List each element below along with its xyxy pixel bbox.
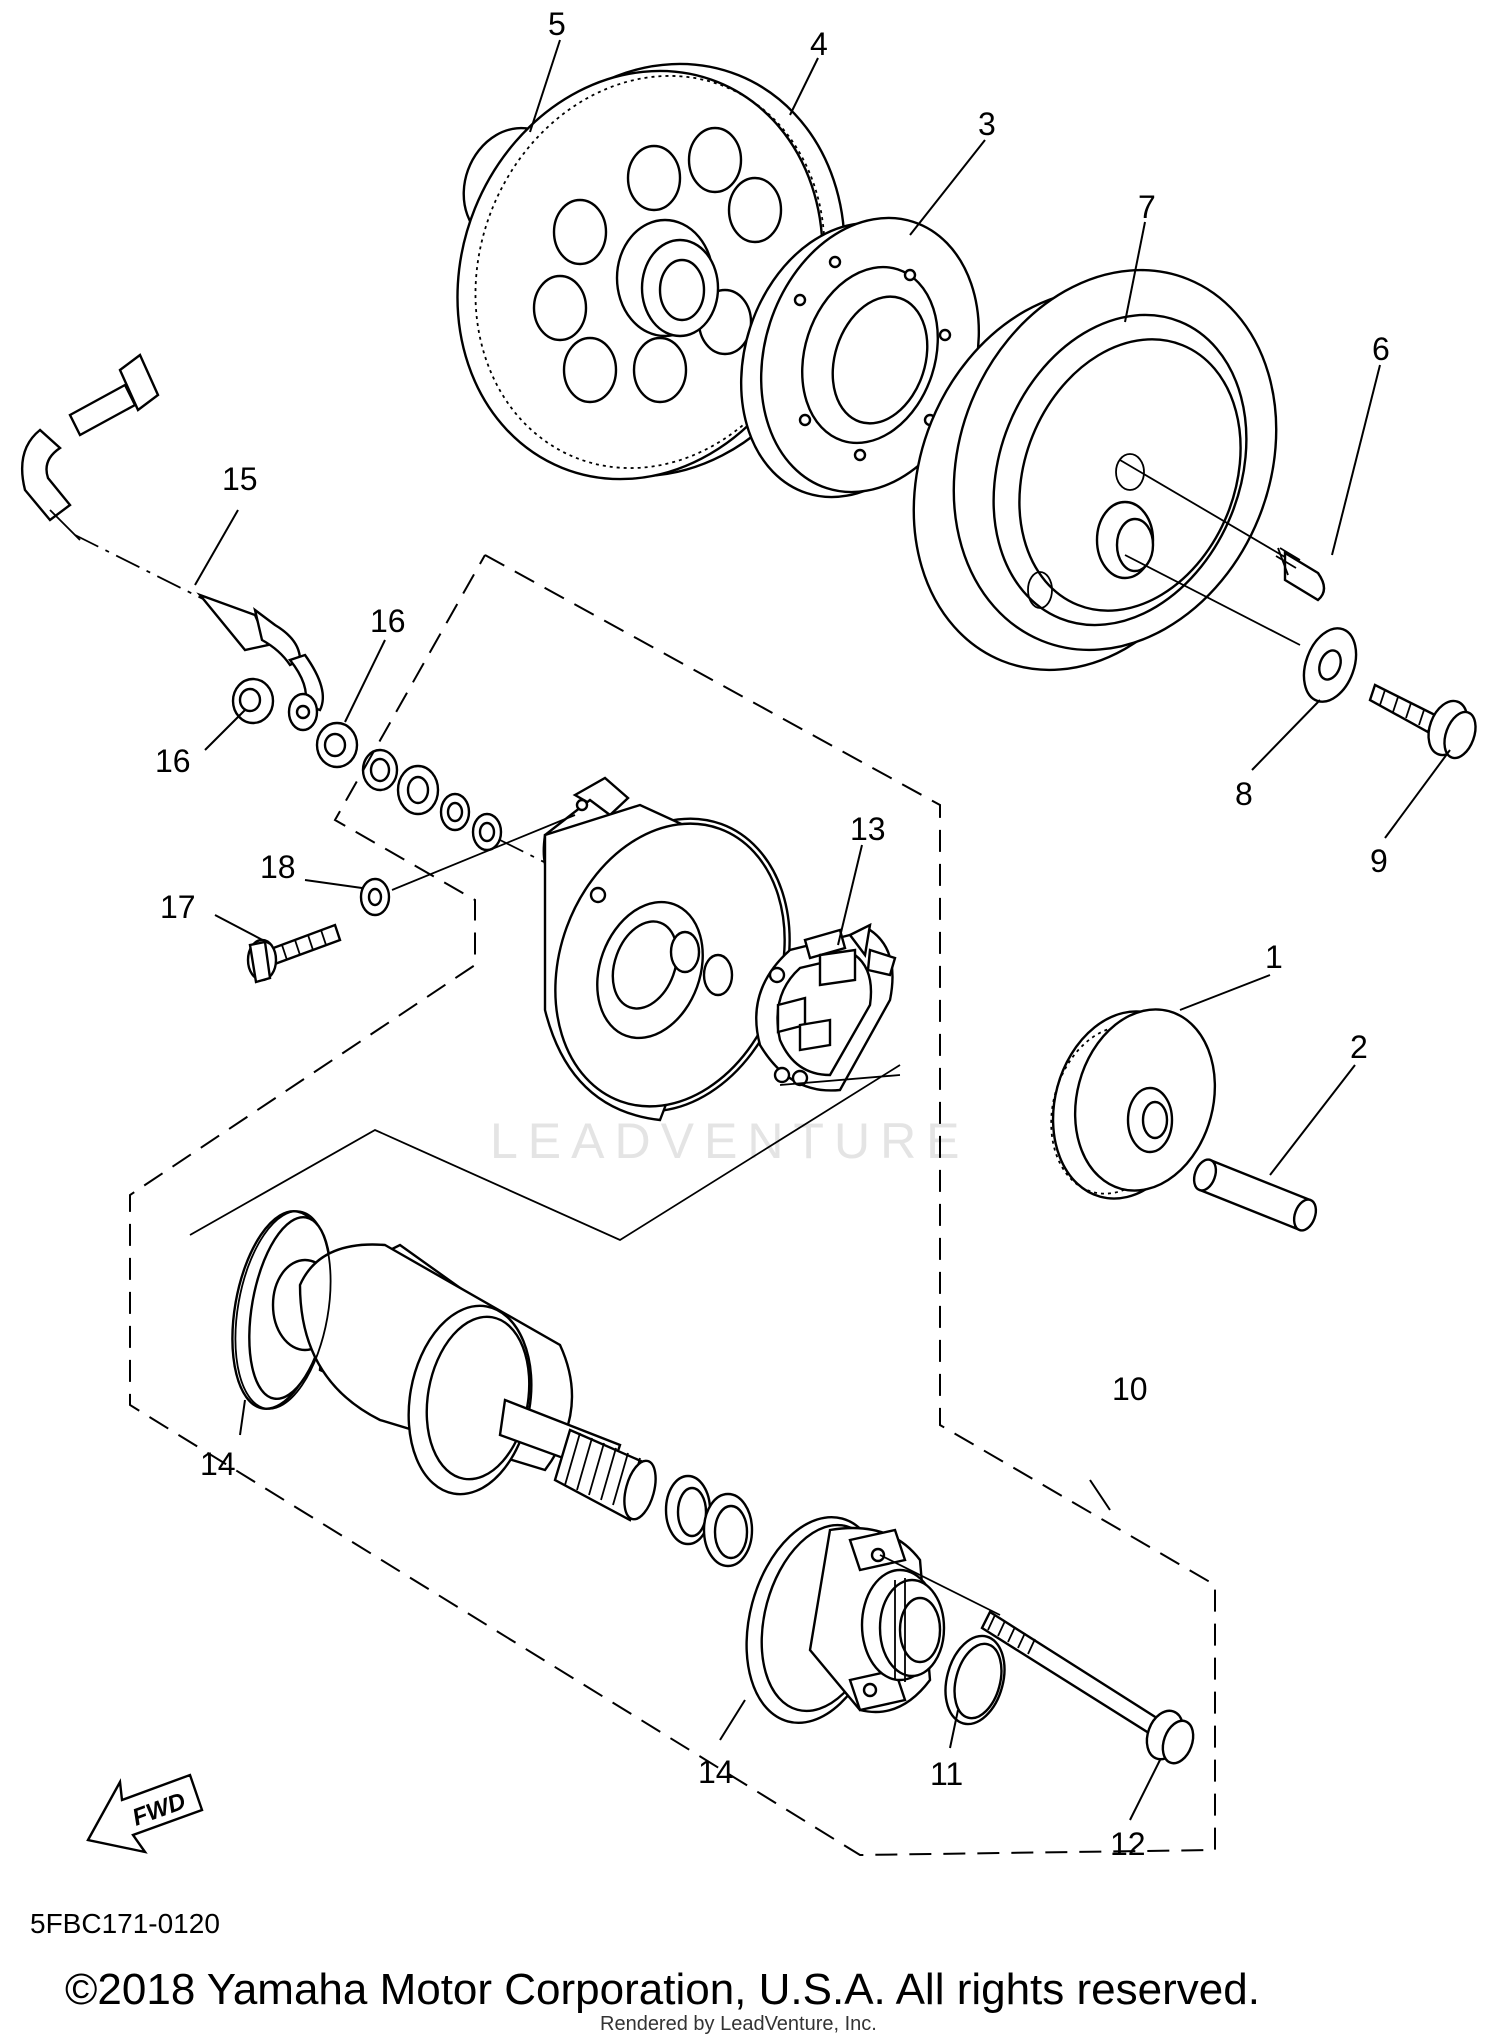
- part-16-nut-right: [315, 721, 359, 769]
- part-4-starter-gear: [456, 62, 846, 481]
- callout-9: 9: [1370, 843, 1388, 879]
- part-8-washer: [1124, 554, 1358, 703]
- starter-assembly-boundary: [129, 554, 1216, 1857]
- part-18-washer: [359, 814, 576, 917]
- part-12-through-bolt: [879, 1554, 1195, 1765]
- callout-16-upper: 16: [370, 603, 406, 639]
- starter-front-cover: [745, 1515, 946, 1725]
- copyright-notice: ©2018 Yamaha Motor Corporation, U.S.A. A…: [65, 1965, 1260, 2014]
- part-15-starter-lead: [21, 353, 325, 732]
- callout-14-upper: 14: [200, 1446, 236, 1482]
- starter-armature: [231, 1210, 657, 1522]
- armature-washers: [664, 1474, 754, 1568]
- callout-5: 5: [548, 6, 566, 42]
- part-6-bolt: [1119, 459, 1326, 602]
- armature-group-outline: [189, 1064, 901, 1242]
- leader-lines: [194, 39, 1451, 1821]
- callout-4: 4: [810, 26, 828, 62]
- callout-1: 1: [1265, 939, 1283, 975]
- diagram-code: 5FBC171-0120: [30, 1908, 220, 1939]
- callout-11: 11: [930, 1756, 963, 1792]
- rendered-by-notice: Rendered by LeadVenture, Inc.: [600, 2013, 877, 2035]
- forward-arrow-icon: FWD: [86, 1773, 204, 1854]
- watermark-text: LEADVENTURE: [490, 1113, 970, 1169]
- starter-end-cover: [542, 776, 791, 1122]
- callout-17: 17: [160, 889, 196, 925]
- part-7-rotor: [912, 268, 1278, 672]
- callout-6: 6: [1372, 331, 1390, 367]
- callout-3: 3: [978, 106, 996, 142]
- callout-7: 7: [1138, 189, 1156, 225]
- part-9-bolt: [1368, 683, 1477, 760]
- part-1-idler-gear: [1050, 1008, 1217, 1200]
- part-13-brush-holder: [755, 922, 901, 1092]
- callout-8: 8: [1235, 776, 1253, 812]
- part-2-shaft: [1192, 1158, 1318, 1232]
- callout-16-lower: 16: [155, 743, 191, 779]
- part-11-o-ring: [944, 1634, 1006, 1726]
- callout-12: 12: [1110, 1826, 1146, 1862]
- part-17-bolt: [246, 923, 342, 984]
- part-3-one-way-clutch: [739, 216, 981, 499]
- callout-14-lower: 14: [698, 1754, 734, 1790]
- part-14-o-ring-upper: [234, 1210, 332, 1410]
- callout-10: 10: [1112, 1371, 1148, 1407]
- callout-13: 13: [850, 811, 886, 847]
- callout-18: 18: [260, 849, 296, 885]
- callout-2: 2: [1350, 1029, 1368, 1065]
- callout-15: 15: [222, 461, 258, 497]
